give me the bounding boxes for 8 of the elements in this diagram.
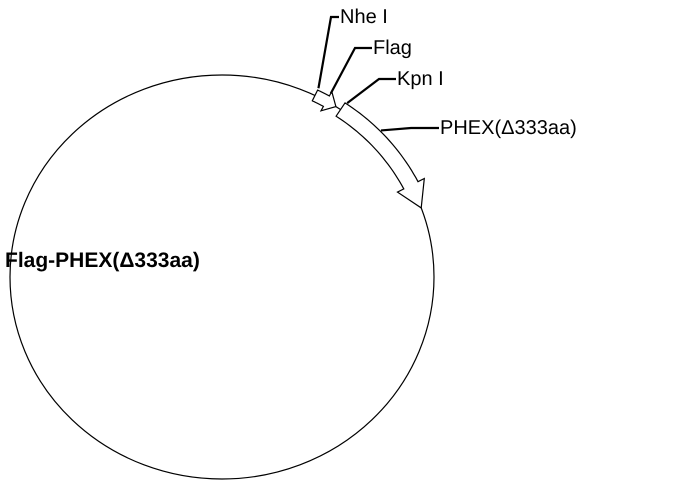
leader-line — [346, 78, 396, 104]
feature-label: Kpn I — [397, 68, 444, 90]
feature-label: PHEX(Δ333aa) — [440, 117, 577, 139]
leader-line — [380, 126, 439, 132]
feature-label: Nhe I — [340, 6, 388, 28]
leader-line — [330, 46, 372, 94]
feature-label: Flag — [373, 37, 412, 59]
leader-line — [317, 16, 339, 88]
